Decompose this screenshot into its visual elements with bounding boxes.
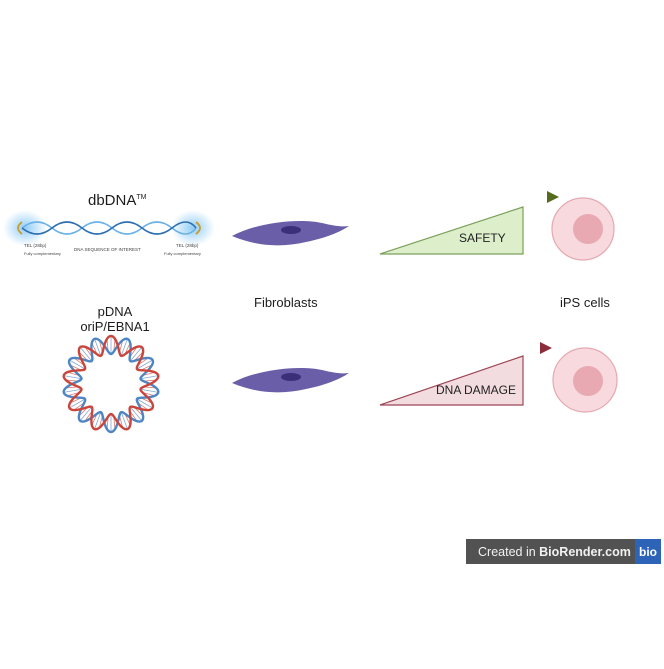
fibroblast-bottom bbox=[232, 367, 349, 393]
right-hairpin-cap bbox=[195, 221, 201, 235]
ips-cell-bottom-nucleus bbox=[573, 366, 603, 396]
left-glow bbox=[3, 210, 47, 246]
safety-triangle bbox=[379, 206, 524, 255]
plasmid-base-pair bbox=[136, 398, 153, 409]
left-hairpin-cap bbox=[17, 221, 23, 235]
fibroblast-top-nucleus bbox=[281, 226, 301, 234]
dbdna-title: dbDNATM bbox=[88, 192, 147, 209]
pdna-title-line2: oriP/EBNA1 bbox=[80, 319, 150, 334]
plasmid-base-pair bbox=[94, 338, 102, 356]
plasmid-base-pair bbox=[69, 359, 86, 370]
helix-strand-a bbox=[21, 221, 197, 235]
tel-left-sublabel: Fully complementary bbox=[24, 251, 61, 256]
fibroblast-bottom-nucleus bbox=[281, 373, 301, 381]
plasmid-base-pair bbox=[69, 398, 86, 409]
fibroblast-top bbox=[232, 220, 349, 246]
biorender-credit-badge[interactable]: Created in BioRender.com bio bbox=[466, 539, 661, 564]
plasmid-base-pair bbox=[140, 388, 159, 393]
dna-damage-triangle bbox=[379, 355, 524, 406]
plasmid-base-pair bbox=[136, 359, 153, 370]
plasmid-base-pair bbox=[120, 412, 128, 430]
plasmid-base-pair bbox=[79, 406, 93, 422]
pdna-title: pDNA oriP/EBNA1 bbox=[60, 304, 170, 334]
plasmid-base-pair bbox=[129, 346, 143, 362]
trademark-sup: TM bbox=[136, 194, 147, 201]
right-glow bbox=[171, 210, 215, 246]
ips-cell-bottom bbox=[552, 347, 618, 413]
tel-right-label: TEL (28bp) bbox=[176, 243, 199, 248]
plasmid-base-pair bbox=[63, 388, 82, 393]
plasmid-base-pair bbox=[79, 346, 93, 362]
plasmid-base-pair bbox=[129, 406, 143, 422]
plasmid-base-pair bbox=[140, 375, 159, 380]
plasmid-base-pair bbox=[94, 412, 102, 430]
sequence-of-interest-label: DNA SEQUENCE OF INTEREST bbox=[74, 247, 141, 252]
fibroblasts-label: Fibroblasts bbox=[254, 295, 318, 310]
plasmid-base-pair bbox=[63, 375, 82, 380]
tel-right-sublabel: Fully complementary bbox=[164, 251, 201, 256]
tel-left-label: TEL (28bp) bbox=[24, 243, 47, 248]
ips-cell-top-nucleus bbox=[573, 214, 603, 244]
helix-strand-b bbox=[21, 221, 197, 235]
dbdna-linear-helix bbox=[3, 210, 215, 246]
credit-text: Created in BioRender.com bbox=[478, 544, 631, 559]
dna-damage-label: DNA DAMAGE bbox=[436, 383, 517, 397]
pdna-circular-plasmid bbox=[62, 334, 160, 434]
plasmid-strand-red bbox=[62, 334, 160, 431]
plasmid-base-pair bbox=[120, 338, 128, 356]
pdna-title-line1: pDNA bbox=[97, 304, 133, 319]
ips-cells-label: iPS cells bbox=[560, 295, 610, 310]
safety-label: SAFETY bbox=[459, 231, 506, 245]
biorender-logo: bio bbox=[635, 539, 661, 564]
credit-brand: BioRender.com bbox=[539, 544, 631, 559]
ips-cell-top bbox=[551, 197, 615, 261]
